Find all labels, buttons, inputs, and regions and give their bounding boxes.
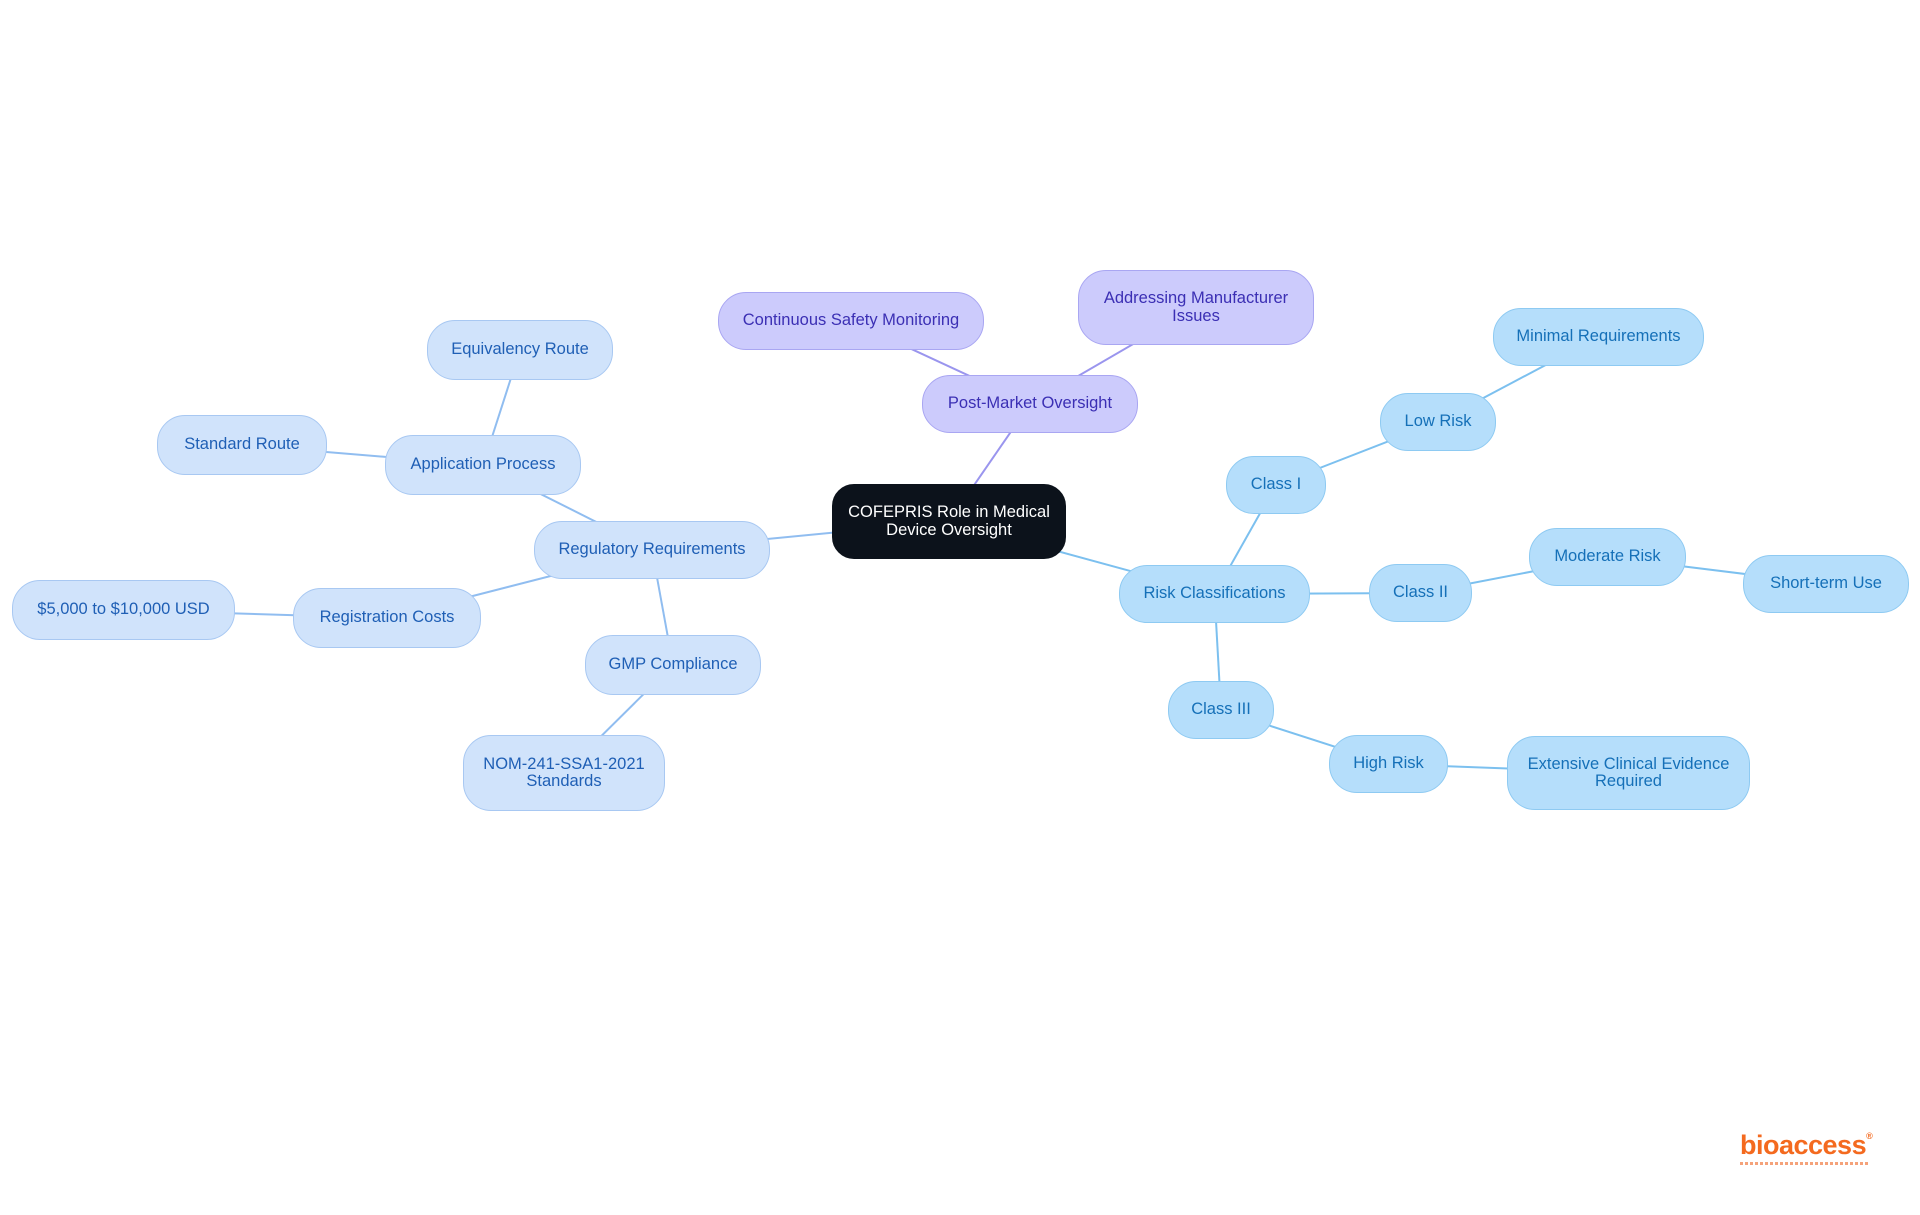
short-term-use-label: Short-term Use [1770,574,1882,593]
equivalency-route-label: Equivalency Route [451,340,589,359]
class-3-node: Class III [1168,681,1274,739]
nom-standards-label: NOM-241-SSA1-2021 Standards [483,754,645,790]
clinical-evidence-label: Extensive Clinical Evidence Required [1527,754,1730,790]
minimal-requirements-label: Minimal Requirements [1516,327,1681,346]
post-market-oversight-label: Post-Market Oversight [947,394,1113,413]
standard-route-label: Standard Route [184,435,300,454]
class-2-node: Class II [1369,564,1472,622]
class-3-label: Class III [1191,700,1251,719]
logo-wordmark: bioaccess® [1740,1130,1873,1160]
moderate-risk-label: Moderate Risk [1554,547,1661,566]
high-risk-node: High Risk [1329,735,1448,793]
application-process-node: Application Process [385,435,581,495]
moderate-risk-node: Moderate Risk [1529,528,1686,586]
short-term-use-node: Short-term Use [1743,555,1909,613]
logo-tagline-graphic [1740,1162,1870,1165]
risk-classifications-label: Risk Classifications [1143,584,1286,603]
bioaccess-logo: bioaccess® [1740,1132,1880,1168]
gmp-compliance-label: GMP Compliance [608,655,738,674]
high-risk-label: High Risk [1353,754,1424,773]
class-1-node: Class I [1226,456,1326,514]
root-node: COFEPRIS Role in Medical Device Oversigh… [832,484,1066,559]
class-2-label: Class II [1392,583,1448,602]
continuous-safety-monitoring-label: Continuous Safety Monitoring [742,311,960,330]
risk-classifications-node: Risk Classifications [1119,565,1310,623]
minimal-requirements-node: Minimal Requirements [1493,308,1704,366]
equivalency-route-node: Equivalency Route [427,320,613,380]
clinical-evidence-node: Extensive Clinical Evidence Required [1507,736,1750,810]
registration-costs-label: Registration Costs [319,608,455,627]
standard-route-node: Standard Route [157,415,327,475]
application-process-label: Application Process [410,455,556,474]
root-label: COFEPRIS Role in Medical Device Oversigh… [848,503,1050,539]
registration-costs-node: Registration Costs [293,588,481,648]
regulatory-requirements-node: Regulatory Requirements [534,521,770,579]
manufacturer-issues-label: Addressing Manufacturer Issues [1103,289,1289,325]
manufacturer-issues-node: Addressing Manufacturer Issues [1078,270,1314,345]
cost-range-label: $5,000 to $10,000 USD [37,600,210,619]
class-1-label: Class I [1250,475,1302,494]
nom-standards-node: NOM-241-SSA1-2021 Standards [463,735,665,811]
cost-range-node: $5,000 to $10,000 USD [12,580,235,640]
continuous-safety-monitoring-node: Continuous Safety Monitoring [718,292,984,350]
regulatory-requirements-label: Regulatory Requirements [558,540,746,559]
low-risk-label: Low Risk [1404,412,1472,431]
gmp-compliance-node: GMP Compliance [585,635,761,695]
post-market-oversight-node: Post-Market Oversight [922,375,1138,433]
low-risk-node: Low Risk [1380,393,1496,451]
